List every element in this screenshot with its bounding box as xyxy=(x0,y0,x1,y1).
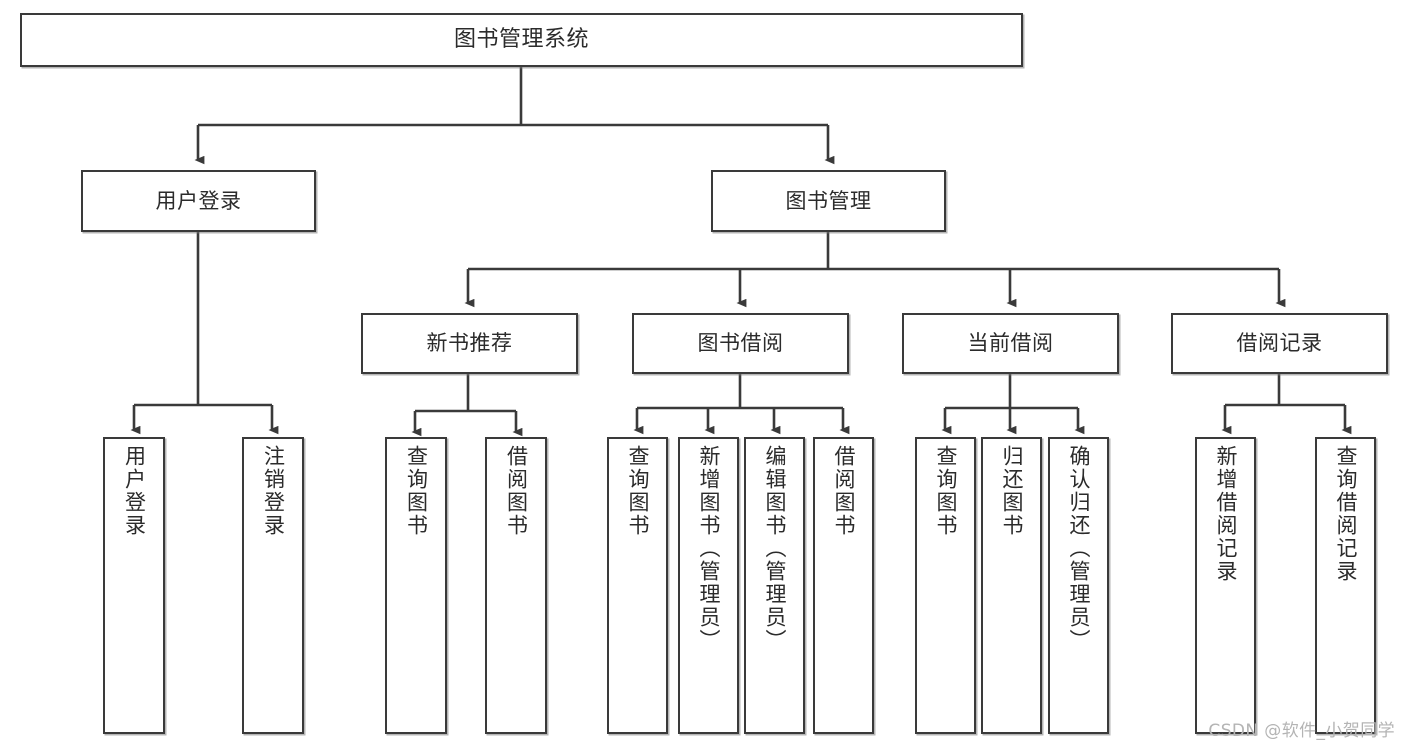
leaf-book-borrow-edit[interactable]: 编辑图书（管理员） xyxy=(744,437,805,734)
node-label: 图书管理 xyxy=(785,188,872,213)
node-label: 当前借阅 xyxy=(967,331,1054,356)
leaf-user-login-logout[interactable]: 注销登录 xyxy=(242,437,304,734)
watermark: CSDN @软件_小贺同学 xyxy=(1208,721,1395,741)
node-label: 编辑图书（管理员） xyxy=(763,445,787,652)
node-label: 借阅记录 xyxy=(1236,331,1323,356)
node-new-book-recommend[interactable]: 新书推荐 xyxy=(361,313,578,374)
node-current-borrow[interactable]: 当前借阅 xyxy=(902,313,1119,374)
node-label: 图书借阅 xyxy=(697,331,784,356)
leaf-book-borrow-query[interactable]: 查询图书 xyxy=(607,437,668,734)
node-user-login[interactable]: 用户登录 xyxy=(81,170,316,232)
leaf-user-login-login[interactable]: 用户登录 xyxy=(103,437,165,734)
node-label: 借阅图书 xyxy=(504,445,529,537)
node-label: 注销登录 xyxy=(261,445,286,537)
leaf-new-book-query[interactable]: 查询图书 xyxy=(385,437,447,734)
node-label: 新书推荐 xyxy=(426,331,513,356)
node-borrow-record[interactable]: 借阅记录 xyxy=(1171,313,1388,374)
leaf-current-borrow-confirm[interactable]: 确认归还（管理员） xyxy=(1048,437,1109,734)
node-book-borrow[interactable]: 图书借阅 xyxy=(632,313,849,374)
node-label: 用户登录 xyxy=(122,445,147,537)
node-label: 查询图书 xyxy=(404,445,429,537)
node-label: 图书管理系统 xyxy=(453,27,589,53)
leaf-borrow-record-add[interactable]: 新增借阅记录 xyxy=(1195,437,1256,734)
node-label: 查询借阅记录 xyxy=(1334,445,1358,583)
leaf-current-borrow-return[interactable]: 归还图书 xyxy=(981,437,1042,734)
node-root-system[interactable]: 图书管理系统 xyxy=(20,13,1023,67)
node-label: 新增图书（管理员） xyxy=(697,445,721,652)
node-label: 查询图书 xyxy=(934,445,958,537)
leaf-book-borrow-add[interactable]: 新增图书（管理员） xyxy=(678,437,739,734)
node-book-management[interactable]: 图书管理 xyxy=(711,170,946,232)
node-label: 新增借阅记录 xyxy=(1214,445,1238,583)
node-label: 用户登录 xyxy=(155,188,242,213)
node-label: 归还图书 xyxy=(1000,445,1024,537)
node-label: 查询图书 xyxy=(626,445,650,537)
leaf-current-borrow-query[interactable]: 查询图书 xyxy=(915,437,976,734)
leaf-book-borrow-borrow[interactable]: 借阅图书 xyxy=(813,437,874,734)
leaf-borrow-record-query[interactable]: 查询借阅记录 xyxy=(1315,437,1376,734)
node-label: 借阅图书 xyxy=(832,445,856,537)
node-label: 确认归还（管理员） xyxy=(1067,445,1091,652)
leaf-new-book-borrow[interactable]: 借阅图书 xyxy=(485,437,547,734)
